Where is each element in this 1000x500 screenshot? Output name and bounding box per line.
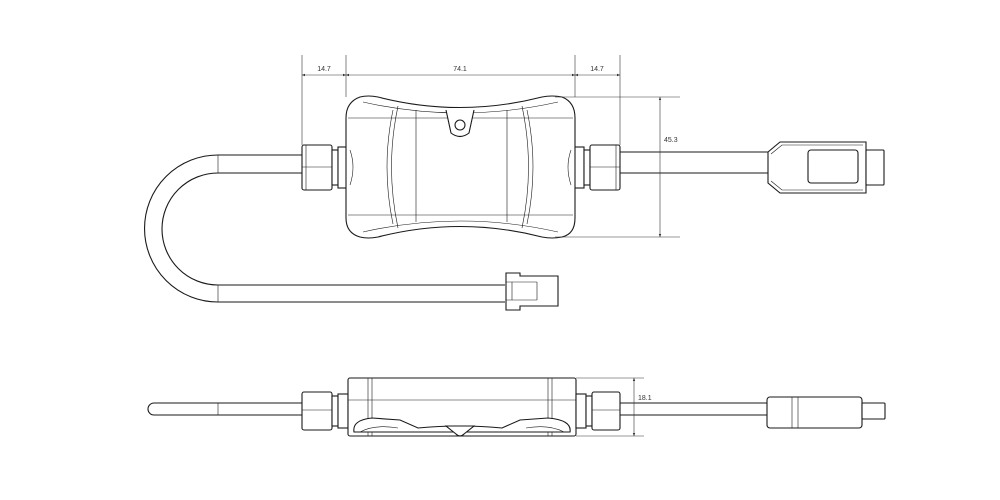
jst-connector (505, 272, 559, 311)
side-usb-plug (766, 396, 886, 429)
enclosure-body (345, 95, 576, 239)
dim-right-gland: 14.7 (590, 66, 604, 73)
dim-body-height: 45.3 (664, 137, 678, 144)
dim-body-thickness: 18.1 (638, 395, 652, 402)
side-view: 18.1 (147, 377, 886, 437)
dim-left-gland: 14.7 (317, 66, 331, 73)
top-view: 14.7 74.1 14.7 45.3 (144, 55, 885, 311)
side-right-gland (575, 391, 621, 431)
side-left-cable (147, 402, 302, 416)
side-body (347, 377, 577, 437)
side-usb-cable (620, 402, 767, 416)
left-cable (144, 154, 505, 303)
left-cable-gland (301, 144, 349, 191)
usb-cable (620, 151, 768, 174)
side-dimensions: 18.1 (576, 377, 652, 437)
right-cable-gland (573, 144, 621, 191)
side-left-gland (301, 391, 349, 431)
usb-plug (767, 141, 885, 194)
dim-body-length: 74.1 (453, 66, 467, 73)
top-dimensions: 14.7 74.1 14.7 45.3 (301, 55, 680, 238)
mounting-hole (454, 119, 466, 131)
